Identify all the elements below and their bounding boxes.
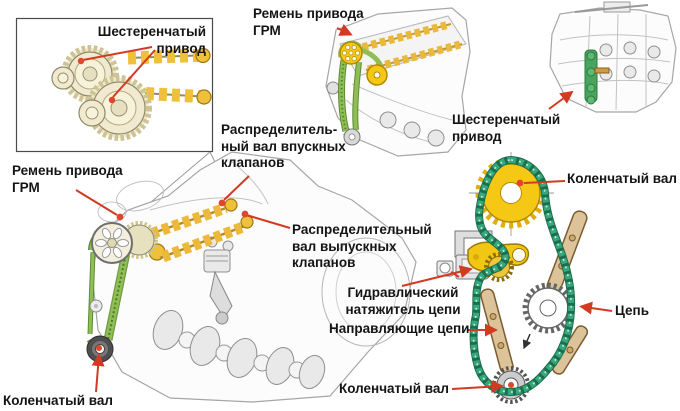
label-camshaft-sprocket-right: Коленчатый вал xyxy=(567,171,677,186)
label-exhaust-camshaft: Распределительный вал выпускных клапанов xyxy=(292,222,432,270)
right-engine-gear-train xyxy=(584,49,610,105)
timing-chain xyxy=(469,155,576,397)
label-timing-belt-main: Ремень привода ГРМ xyxy=(12,163,123,195)
label-hydraulic-tensioner: Гидравлический натяжитель цепи xyxy=(345,285,461,317)
main-engine-red-pointers xyxy=(75,175,291,393)
gear-drive-inset-illustration xyxy=(15,17,238,220)
label-timing-belt-top: Ремень привода ГРМ xyxy=(253,6,364,38)
belt-engine-main-illustration xyxy=(75,151,417,403)
pointer-belt-top xyxy=(336,23,353,36)
gear-engine-right-illustration xyxy=(548,1,677,113)
rotation-arrow xyxy=(522,333,532,350)
label-intake-camshaft: Распределитель- ный вал впускных клапано… xyxy=(221,122,346,170)
chain-red-pointers xyxy=(401,179,613,394)
top-engine-belt xyxy=(326,40,388,146)
inset-pointer-red xyxy=(77,46,156,104)
label-crankshaft-main: Коленчатый вал xyxy=(3,393,113,408)
label-chain: Цепь xyxy=(615,303,649,318)
chain-drive-illustration xyxy=(401,152,613,404)
pointer-gear-right xyxy=(548,90,574,110)
label-crankshaft-chain: Коленчатый вал xyxy=(339,381,449,396)
belt-engine-top-illustration xyxy=(325,7,471,157)
inset-gear-upper xyxy=(51,45,119,103)
label-gear-drive-right: Шестеренчатый привод xyxy=(452,112,561,144)
label-chain-guides: Направляющие цепи xyxy=(329,321,470,336)
inset-camshafts xyxy=(127,47,212,105)
main-engine-crankshaft xyxy=(152,310,326,389)
main-engine-cam-pulley xyxy=(91,221,158,264)
label-gear-drive-inset: Шестеренчатый привод xyxy=(97,24,206,56)
idler-sprocket xyxy=(522,282,574,334)
